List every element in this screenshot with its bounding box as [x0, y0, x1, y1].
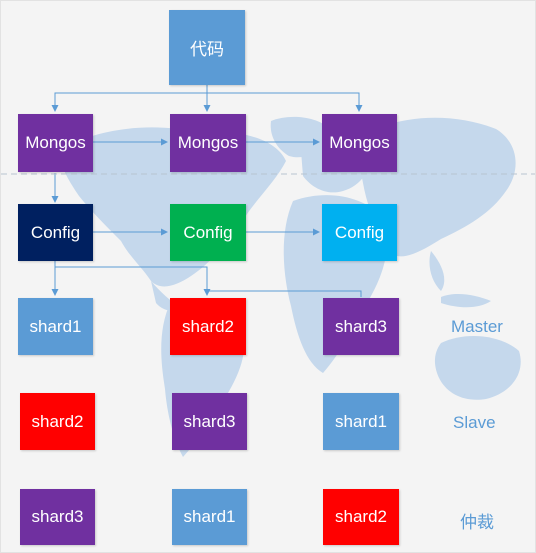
row-label-slave: Slave — [453, 413, 496, 432]
mongos-node-2: Mongos — [170, 114, 246, 172]
mongos-node-label: Mongos — [177, 133, 239, 152]
mongos-node-label: Mongos — [25, 133, 86, 152]
row-label-master: Master — [451, 317, 503, 336]
shard-node-label: shard2 — [182, 316, 234, 336]
shard-node-master-1: shard1 — [18, 298, 93, 355]
shard-node-label: shard3 — [183, 411, 236, 431]
shard-node-master-2: shard2 — [170, 298, 246, 355]
link-code-mongos1 — [51, 85, 208, 112]
mongos-node-1: Mongos — [18, 114, 93, 172]
code-node: 代码 — [169, 10, 245, 85]
config-node-3: Config — [322, 204, 397, 261]
shard-node-slave-1: shard2 — [20, 393, 95, 450]
code-node-label: 代码 — [190, 40, 224, 59]
shard-node-label: shard2 — [31, 411, 84, 431]
shard-node-label: shard3 — [31, 507, 84, 526]
shard-node-slave-3: shard1 — [323, 393, 399, 450]
link-config-shard-col3 — [207, 290, 362, 297]
link-code-mongos3 — [207, 92, 363, 112]
shard-node-label: shard1 — [335, 411, 387, 431]
config-node-1: Config — [18, 204, 93, 261]
shard-node-master-3: shard3 — [323, 298, 399, 355]
mongos-node-3: Mongos — [322, 114, 397, 172]
link-config-shard-col2 — [55, 266, 211, 296]
shard-node-label: shard2 — [335, 507, 387, 526]
config-node-label: Config — [183, 222, 233, 242]
shard-node-arbiter-1: shard3 — [20, 489, 95, 545]
shard-node-arbiter-3: shard2 — [323, 489, 399, 545]
row-label-arbiter: 仲裁 — [460, 513, 494, 532]
shard-node-arbiter-2: shard1 — [172, 489, 247, 545]
mongos-node-label: Mongos — [329, 133, 390, 152]
shard-node-label: shard3 — [335, 316, 387, 336]
shard-node-label: shard1 — [29, 316, 82, 336]
shard-node-label: shard1 — [183, 507, 236, 526]
config-node-2: Config — [170, 204, 246, 261]
config-node-label: Config — [30, 222, 81, 242]
config-node-label: Config — [334, 222, 385, 242]
shard-node-slave-2: shard3 — [172, 393, 247, 450]
